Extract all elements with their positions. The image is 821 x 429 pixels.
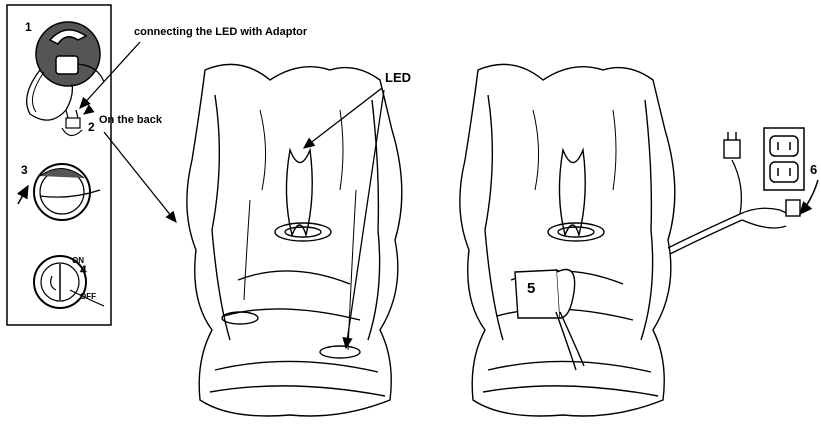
led-label: LED (385, 70, 411, 85)
switch-off-label: OFF (80, 292, 96, 301)
fountain-left (187, 64, 402, 416)
step-3-number: 3 (21, 163, 28, 177)
connecting-led-label: connecting the LED with Adaptor (134, 26, 307, 38)
step-5-number: 5 (527, 280, 535, 297)
step-4-number: 4 (80, 263, 87, 277)
on-the-back-label: On the back (99, 114, 162, 126)
switch-on-label: ON (72, 256, 84, 265)
step-2-number: 2 (88, 120, 95, 134)
step-1-number: 1 (25, 20, 32, 34)
callout-arrows (80, 42, 384, 348)
fountain-right (460, 64, 675, 416)
pump-icon (515, 270, 584, 371)
step-6-number: 6 (810, 162, 817, 177)
